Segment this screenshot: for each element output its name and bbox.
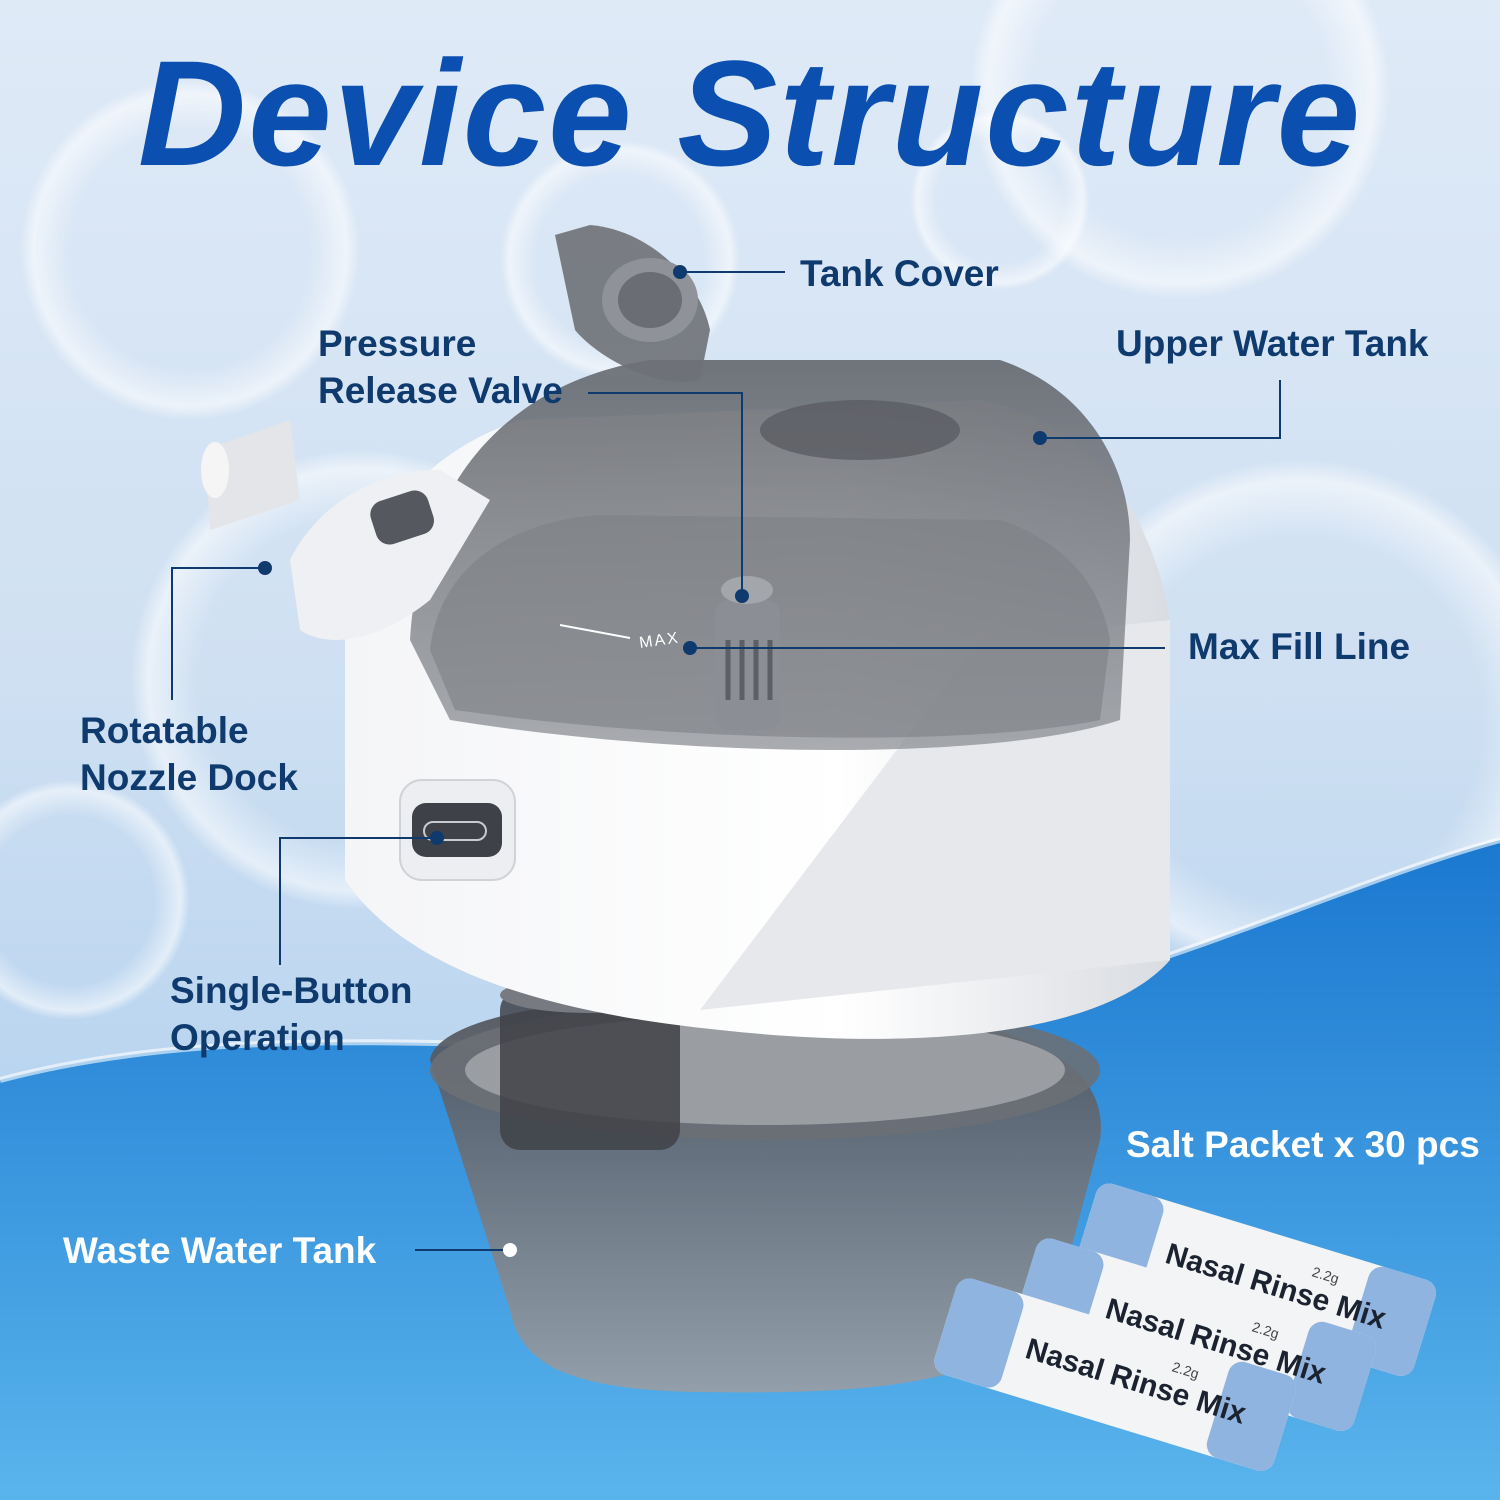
label-upper-water-tank: Upper Water Tank: [1116, 323, 1429, 364]
label-line: Rotatable: [80, 710, 249, 751]
label-max-fill-line: Max Fill Line: [1188, 626, 1411, 667]
packet-weight: 2.2g: [1310, 1264, 1341, 1287]
label-waste-water-tank: Waste Water Tank: [63, 1230, 377, 1271]
label-line: Single-Button: [170, 970, 413, 1011]
packet-weight: 2.2g: [1170, 1359, 1201, 1382]
max-mark: MAX: [638, 629, 681, 651]
label-line: Operation: [170, 1017, 345, 1058]
leader-lines: [171, 271, 1281, 1251]
packet-weight: 2.2g: [1250, 1319, 1281, 1342]
label-single-button-operation: Single-Button Operation: [170, 967, 413, 1061]
device-body: MAX: [201, 225, 1170, 1039]
label-tank-cover: Tank Cover: [800, 253, 999, 294]
leader-nozzle-dock: [171, 567, 265, 700]
leader-dots: [258, 265, 1047, 1257]
label-line: Release Valve: [318, 370, 563, 411]
power-button[interactable]: [412, 803, 502, 857]
leader-pressure-valve: [588, 392, 743, 596]
leader-upper-tank: [1040, 380, 1281, 439]
leader-button: [279, 837, 437, 965]
label-pressure-release-valve: Pressure Release Valve: [318, 320, 563, 414]
label-line: Nozzle Dock: [80, 757, 298, 798]
label-rotatable-nozzle-dock: Rotatable Nozzle Dock: [80, 707, 298, 801]
label-line: Pressure: [318, 323, 477, 364]
page-title: Device Structure: [137, 29, 1363, 197]
label-salt-packet: Salt Packet x 30 pcs: [1126, 1124, 1480, 1165]
